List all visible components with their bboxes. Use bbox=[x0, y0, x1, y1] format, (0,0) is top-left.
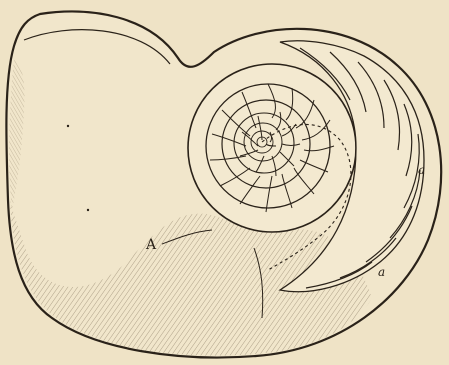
chamber-label: A bbox=[146, 238, 156, 252]
septum-label-lower: a bbox=[378, 266, 385, 278]
whorl-outer bbox=[188, 64, 356, 232]
septum-label-upper: a bbox=[418, 164, 425, 176]
